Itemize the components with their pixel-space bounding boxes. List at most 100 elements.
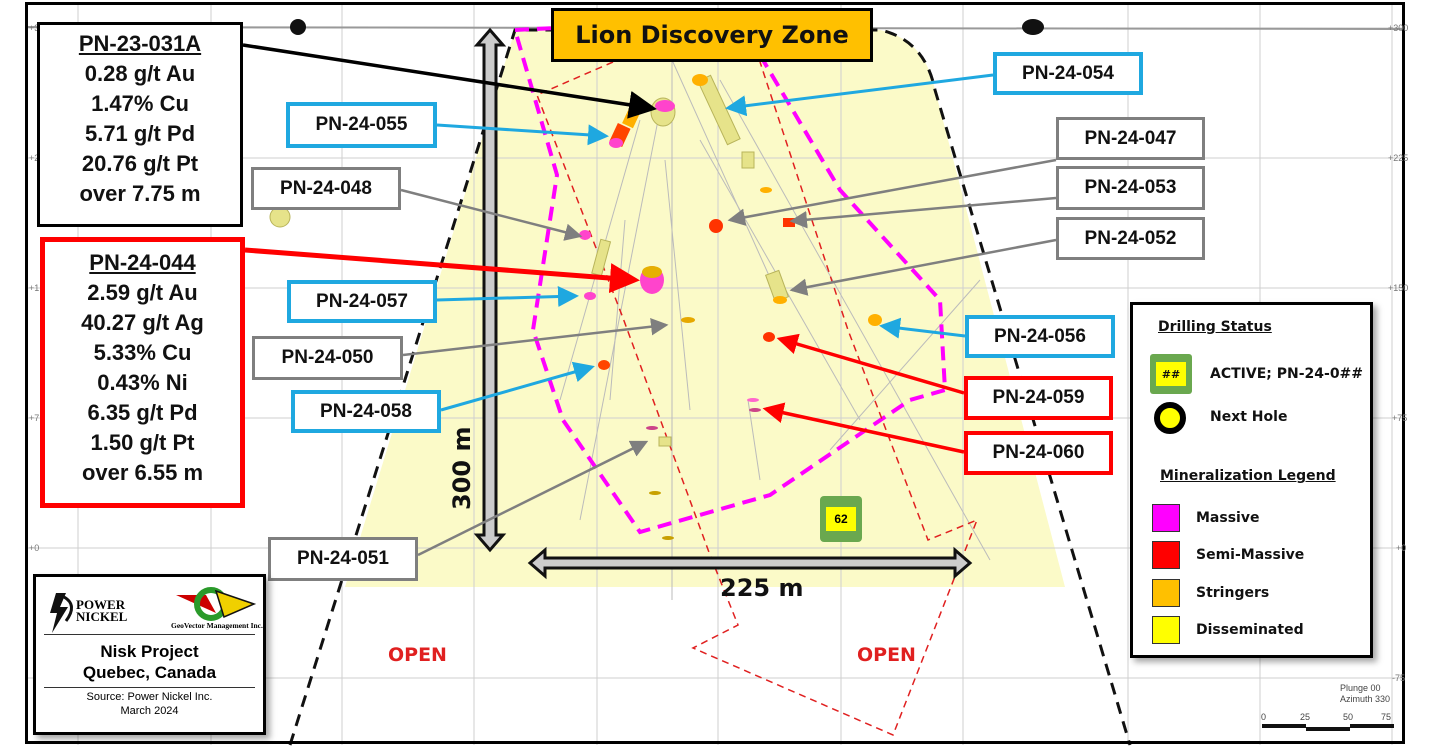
open-label: OPEN	[388, 644, 447, 666]
result-line: 1.50 g/t Pt	[90, 430, 195, 455]
horizontal-dimension-arrow	[527, 546, 973, 580]
leader-pn-24-052	[789, 238, 1057, 296]
power-nickel-bolt-icon	[50, 593, 73, 633]
source-note: Source: Power Nickel Inc. March 2024	[36, 690, 263, 718]
callout-pn-24-052: PN-24-052	[1056, 217, 1205, 260]
open-extension-outline	[536, 61, 979, 736]
zone-fill	[345, 30, 1065, 587]
vertical-dimension-label: 300 m	[448, 426, 476, 510]
geovector-emblem-icon	[176, 587, 257, 621]
callout-pn-24-054: PN-24-054	[993, 52, 1143, 95]
result-line: 0.28 g/t Au	[84, 61, 196, 86]
scale-tick: 0	[1261, 712, 1267, 722]
vertical-dimension-arrow	[473, 27, 507, 553]
result-line: over 7.75 m	[79, 181, 201, 206]
zone-title: Lion Discovery Zone	[551, 8, 873, 62]
axis-tick: +300	[1388, 23, 1409, 33]
axis-tick: -75	[1392, 673, 1406, 683]
leader-pn-24-054	[725, 73, 994, 117]
legend-label-semi-massive: Semi-Massive	[1196, 547, 1305, 563]
axis-tick: +0	[29, 543, 40, 553]
next-hole-icon	[1154, 402, 1186, 434]
project-name: Nisk Project	[100, 642, 199, 661]
active-label: ACTIVE; PN-24-0##	[1210, 366, 1364, 382]
geovector-logo	[176, 587, 257, 621]
leader-pn-24-048	[400, 188, 583, 241]
next-hole-label: Next Hole	[1210, 409, 1288, 425]
stringers-swatch	[1152, 579, 1180, 607]
result-line: 0.43% Ni	[97, 370, 188, 395]
axis-tick: +1	[29, 283, 40, 293]
scale-tick: 75	[1381, 712, 1392, 722]
project-location: Quebec, Canada	[82, 663, 217, 682]
callout-pn-24-048: PN-24-048	[251, 167, 401, 210]
axis-tick: +75	[1392, 413, 1408, 423]
source-text: Source: Power Nickel Inc.	[86, 691, 213, 703]
leader-pn-24-044	[244, 247, 640, 294]
view-orientation: Plunge 00 Azimuth 330	[1340, 683, 1390, 705]
result-box-pn-23-031a: PN-23-031A 0.28 g/t Au 1.47% Cu 5.71 g/t…	[37, 22, 243, 227]
legend-label-stringers: Stringers	[1196, 585, 1270, 601]
result-line: 5.71 g/t Pd	[84, 121, 196, 146]
drill-intercepts	[269, 74, 882, 540]
axis-tick: +225	[1388, 153, 1409, 163]
result-line: 2.59 g/t Au	[87, 280, 198, 305]
callout-pn-24-050: PN-24-050	[252, 336, 403, 380]
callout-pn-24-055: PN-24-055	[286, 102, 437, 148]
result-line: 40.27 g/t Ag	[81, 310, 204, 335]
callout-pn-24-047: PN-24-047	[1056, 117, 1205, 160]
axis-tick: +150	[1388, 283, 1409, 293]
result-line: 20.76 g/t Pt	[81, 151, 199, 176]
plunge-label: Plunge 00	[1340, 683, 1381, 693]
drilling-status-title: Drilling Status	[1158, 319, 1272, 335]
active-badge-swatch: ##	[1150, 354, 1192, 394]
scale-tick: 25	[1300, 712, 1311, 722]
logo-panel: POWER NICKEL GeoVector Management Inc. N…	[33, 574, 266, 735]
collar-marker	[290, 19, 306, 35]
callout-pn-24-059: PN-24-059	[964, 376, 1113, 420]
leader-pn-24-060	[762, 402, 965, 454]
axis-tick: +7	[29, 413, 40, 423]
mineralization-title: Mineralization Legend	[1160, 468, 1336, 484]
leader-pn-24-053	[789, 196, 1057, 229]
callout-pn-24-051: PN-24-051	[268, 537, 418, 581]
leader-pn-23-031a	[242, 43, 657, 119]
axis-tick: +2	[29, 153, 40, 163]
active-badge-text: ##	[1156, 362, 1186, 386]
callout-pn-24-060: PN-24-060	[964, 431, 1113, 475]
result-line: over 6.55 m	[81, 460, 204, 485]
legend-label-massive: Massive	[1196, 510, 1260, 526]
result-line: 1.47% Cu	[91, 91, 189, 116]
semi-massive-swatch	[1152, 541, 1180, 569]
callout-pn-24-058: PN-24-058	[291, 390, 441, 433]
leader-pn-24-057	[436, 286, 579, 308]
massive-envelope	[513, 26, 948, 535]
axis-tick: +0	[1396, 543, 1407, 553]
result-box-pn-24-044: PN-24-044 2.59 g/t Au 40.27 g/t Ag 5.33%…	[40, 237, 245, 508]
leader-pn-24-050	[402, 318, 669, 357]
azimuth-label: Azimuth 330	[1340, 694, 1391, 704]
divider	[44, 634, 255, 635]
result-line: 5.33% Cu	[93, 340, 192, 365]
leader-pn-24-047	[727, 158, 1057, 226]
callout-pn-24-053: PN-24-053	[1056, 166, 1205, 210]
massive-swatch	[1152, 504, 1180, 532]
collar-marker	[1022, 19, 1044, 35]
callout-pn-24-057: PN-24-057	[287, 280, 437, 323]
horizontal-dimension-label: 225 m	[720, 574, 804, 602]
scale-tick: 50	[1343, 712, 1354, 722]
power-nickel-wordmark: POWER NICKEL	[76, 597, 128, 624]
disseminated-swatch	[1152, 616, 1180, 644]
active-hole-number: 62	[826, 507, 856, 531]
legend-label-disseminated: Disseminated	[1196, 622, 1304, 638]
source-date: March 2024	[120, 705, 179, 717]
result-hole-id: PN-24-044	[89, 250, 196, 275]
result-line: 6.35 g/t Pd	[87, 400, 198, 425]
project-title: Nisk Project Quebec, Canada	[36, 641, 263, 683]
leader-pn-24-058	[440, 361, 595, 412]
leader-pn-24-059	[776, 333, 965, 395]
open-label: OPEN	[857, 644, 916, 666]
geovector-name: GeoVector Management Inc.	[171, 621, 263, 630]
